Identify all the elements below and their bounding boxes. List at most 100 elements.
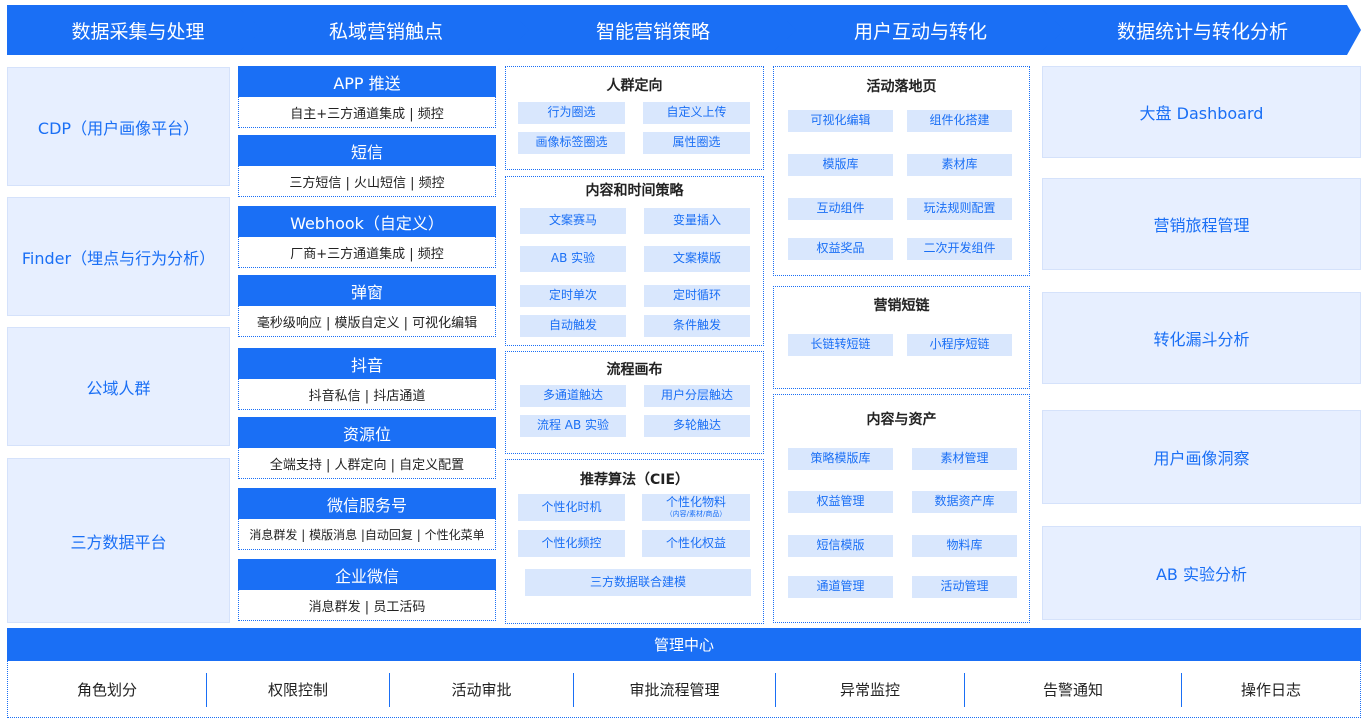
chip-variable-insert: 变量插入 [644,208,750,234]
chip-rewards: 权益奖品 [788,238,893,260]
chip-personalized-benefit: 个性化权益 [642,530,750,557]
chip-miniprogram-link: 小程序短链 [907,334,1012,356]
header-stage-label: 数据采集与处理 [71,20,205,43]
panel-title: 人群定向 [606,78,663,94]
chip-secondary-dev: 二次开发组件 [907,238,1012,260]
chip-personalized-frequency: 个性化频控 [518,530,625,557]
chip-sms-templates: 短信模版 [788,535,893,557]
analytics-ab-test: AB 实验分析 [1042,526,1361,620]
touchpoint-app-push-desc: 自主+三方通道集成 | 频控 [238,97,496,128]
chip-personalized-timing: 个性化时机 [518,494,625,521]
panel-crowd-targeting: 人群定向 行为圈选 自定义上传 画像标签圈选 属性圈选 [505,66,764,170]
analytics-dashboard: 大盘 Dashboard [1042,66,1361,158]
panel-title: 流程画布 [606,362,663,378]
chip-personalized-material: 个性化物料 （内容/素材/商品） [642,494,750,521]
chip-multi-round-reach: 多轮触达 [644,415,750,437]
mgmt-item-anomaly-monitor: 异常监控 [839,681,900,699]
chip-auto-trigger: 自动触发 [520,315,626,337]
header-stage-analytics: 数据统计与转化分析 [1038,5,1361,55]
touchpoint-douyin-title: 抖音 [238,348,496,379]
chip-visual-edit: 可视化编辑 [788,110,893,132]
management-center-title: 管理中心 [7,628,1361,661]
chip-benefit-management: 权益管理 [788,491,893,513]
chip-interactive-components: 互动组件 [788,198,893,220]
chip-template-library: 模版库 [788,154,893,176]
chip-scheduled-once: 定时单次 [520,285,626,307]
chip-material-library: 素材库 [907,154,1012,176]
mgmt-item-approval-flow: 审批流程管理 [629,681,720,699]
divider [389,673,390,707]
cdp-box: CDP（用户画像平台） [7,67,230,186]
touchpoint-webhook-title: Webhook（自定义） [238,206,496,237]
chip-multichannel-reach: 多通道触达 [520,385,626,407]
mgmt-item-alert-notice: 告警通知 [1042,681,1103,699]
touchpoint-wechat-service-title: 微信服务号 [238,488,496,519]
panel-title: 活动落地页 [866,79,937,95]
mgmt-item-permission-control: 权限控制 [267,681,328,699]
chip-behavior-select: 行为圈选 [518,102,625,124]
panel-title: 营销短链 [873,298,930,314]
chip-tag-select: 画像标签圈选 [518,132,625,154]
divider [1181,673,1182,707]
analytics-user-insight: 用户画像洞察 [1042,410,1361,504]
touchpoint-sms-title: 短信 [238,135,496,166]
chip-copy-template: 文案模版 [644,246,750,272]
header-stage-label: 私域营销触点 [328,20,443,43]
touchpoint-wecom-desc: 消息群发 | 员工活码 [238,590,496,621]
touchpoint-wechat-service-desc: 消息群发 | 模版消息 |自动回复 | 个性化菜单 [238,519,496,550]
chip-custom-upload: 自定义上传 [643,102,750,124]
chip-long-to-short: 长链转短链 [788,334,893,356]
mgmt-item-activity-approval: 活动审批 [451,681,512,699]
divider [775,673,776,707]
panel-flow-canvas: 流程画布 多通道触达 用户分层触达 流程 AB 实验 多轮触达 [505,351,764,454]
panel-title: 推荐算法（CIE） [579,472,690,488]
chip-data-asset-library: 数据资产库 [912,491,1017,513]
header-stage-label: 数据统计与转化分析 [1116,20,1288,43]
header-stage-user-interaction: 用户互动与转化 [770,5,1065,55]
chip-material-management: 素材管理 [912,448,1017,470]
touchpoint-app-push-title: APP 推送 [238,66,496,97]
divider [573,673,574,707]
touchpoint-popup-desc: 毫秒级响应 | 模版自定义 | 可视化编辑 [238,306,496,337]
divider [206,673,207,707]
panel-short-link: 营销短链 长链转短链 小程序短链 [773,286,1030,389]
chip-condition-trigger: 条件触发 [644,315,750,337]
panel-title: 内容与资产 [866,412,937,428]
finder-box: Finder（埋点与行为分析） [7,197,230,316]
chip-game-rules: 玩法规则配置 [907,198,1012,220]
panel-content-assets: 内容与资产 策略模版库 素材管理 权益管理 数据资产库 短信模版 物料库 通道管… [773,394,1030,623]
panel-recommendation-algorithm: 推荐算法（CIE） 个性化时机 个性化物料 （内容/素材/商品） 个性化频控 个… [505,459,764,624]
chip-strategy-templates: 策略模版库 [788,448,893,470]
touchpoint-douyin-desc: 抖音私信 | 抖店通道 [238,379,496,410]
header-stage-label: 用户互动与转化 [853,20,987,43]
chip-note: （内容/素材/商品） [665,510,727,519]
chip-copy-race: 文案赛马 [520,208,626,234]
chip-third-party-joint-modeling: 三方数据联合建模 [525,569,751,596]
chip-segmented-reach: 用户分层触达 [644,385,750,407]
management-items-row: 角色划分 权限控制 活动审批 审批流程管理 异常监控 告警通知 操作日志 [7,661,1361,718]
header-stage-smart-strategy: 智能营销策略 [503,5,797,55]
divider [964,673,965,707]
chip-activity-management: 活动管理 [912,576,1017,598]
touchpoint-popup-title: 弹窗 [238,275,496,306]
chip-channel-management: 通道管理 [788,576,893,598]
analytics-journey-management: 营销旅程管理 [1042,178,1361,270]
chip-flow-ab-test: 流程 AB 实验 [520,415,626,437]
panel-content-time-strategy: 内容和时间策略 文案赛马 变量插入 AB 实验 文案模版 定时单次 定时循环 自… [505,176,764,346]
chip-label: 个性化物料 [665,495,726,510]
mgmt-item-operation-log: 操作日志 [1240,681,1301,699]
touchpoint-resource-slot-title: 资源位 [238,417,496,448]
header-stage-label: 智能营销策略 [595,20,710,43]
third-party-data-box: 三方数据平台 [7,458,230,623]
panel-title: 内容和时间策略 [585,183,684,199]
public-crowd-box: 公域人群 [7,327,230,446]
panel-landing-page: 活动落地页 可视化编辑 组件化搭建 模版库 素材库 互动组件 玩法规则配置 权益… [773,66,1030,276]
mgmt-item-role-division: 角色划分 [76,681,137,699]
touchpoint-sms-desc: 三方短信 | 火山短信 | 频控 [238,166,496,197]
touchpoint-webhook-desc: 厂商+三方通道集成 | 频控 [238,237,496,268]
chip-scheduled-loop: 定时循环 [644,285,750,307]
chip-attribute-select: 属性圈选 [643,132,750,154]
chip-material-stock: 物料库 [912,535,1017,557]
chip-component-build: 组件化搭建 [907,110,1012,132]
touchpoint-resource-slot-desc: 全端支持 | 人群定向 | 自定义配置 [238,448,496,479]
